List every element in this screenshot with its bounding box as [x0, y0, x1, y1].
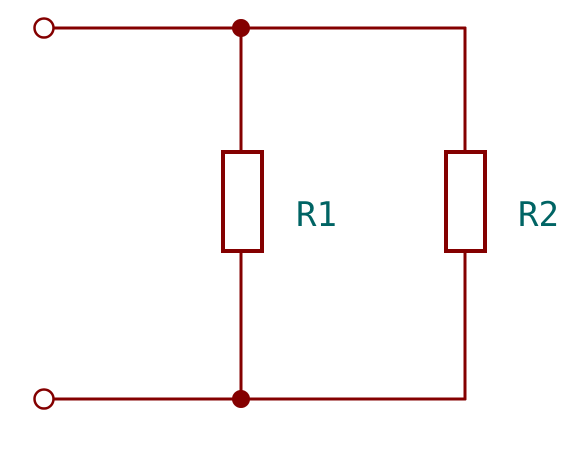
terminal-top — [33, 17, 55, 39]
r2-label: R2 — [518, 195, 559, 235]
resistor-r2 — [444, 150, 487, 253]
r1-label: R1 — [296, 195, 337, 235]
junction-top — [232, 19, 250, 37]
junction-bottom — [232, 390, 250, 408]
terminal-bottom — [33, 388, 55, 410]
resistor-r1 — [221, 150, 264, 253]
